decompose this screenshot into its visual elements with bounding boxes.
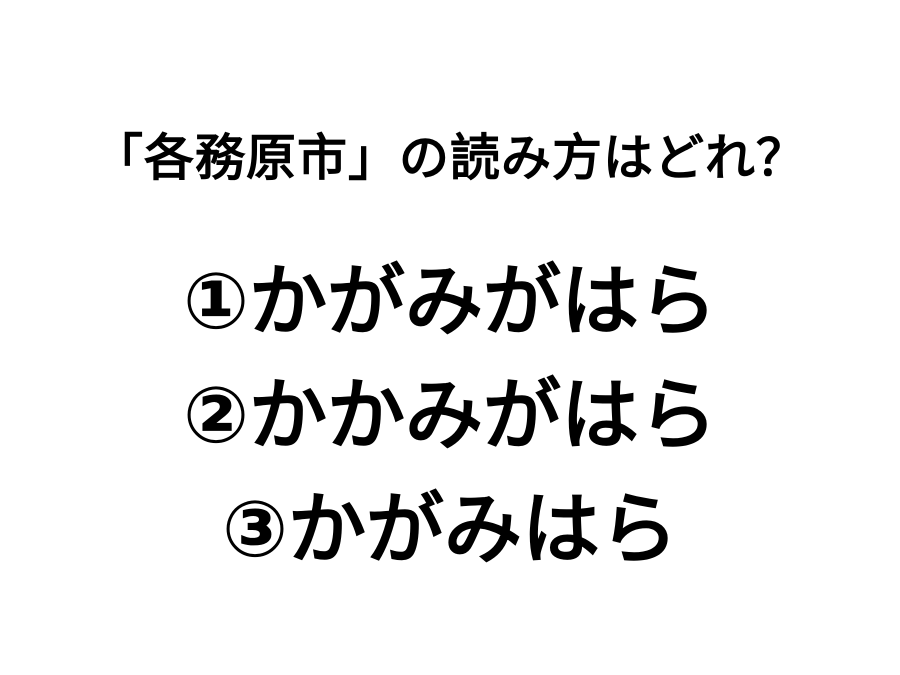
answer-option-3: ③かがみはら <box>0 473 900 587</box>
option-reading-3: かがみはら <box>288 485 679 575</box>
answer-option-1: ①かがみがはら <box>0 245 900 359</box>
answer-option-2: ②かかみがはら <box>0 359 900 473</box>
option-reading-1: かがみがはら <box>249 257 718 347</box>
option-number-3: ③ <box>221 485 289 575</box>
answer-options: ①かがみがはら ②かかみがはら ③かがみはら <box>0 245 900 587</box>
quiz-question: 「各務原市」の読み方はどれ？ <box>93 129 807 187</box>
option-number-2: ② <box>182 371 250 461</box>
option-reading-2: かかみがはら <box>249 371 718 461</box>
option-number-1: ① <box>182 257 250 347</box>
